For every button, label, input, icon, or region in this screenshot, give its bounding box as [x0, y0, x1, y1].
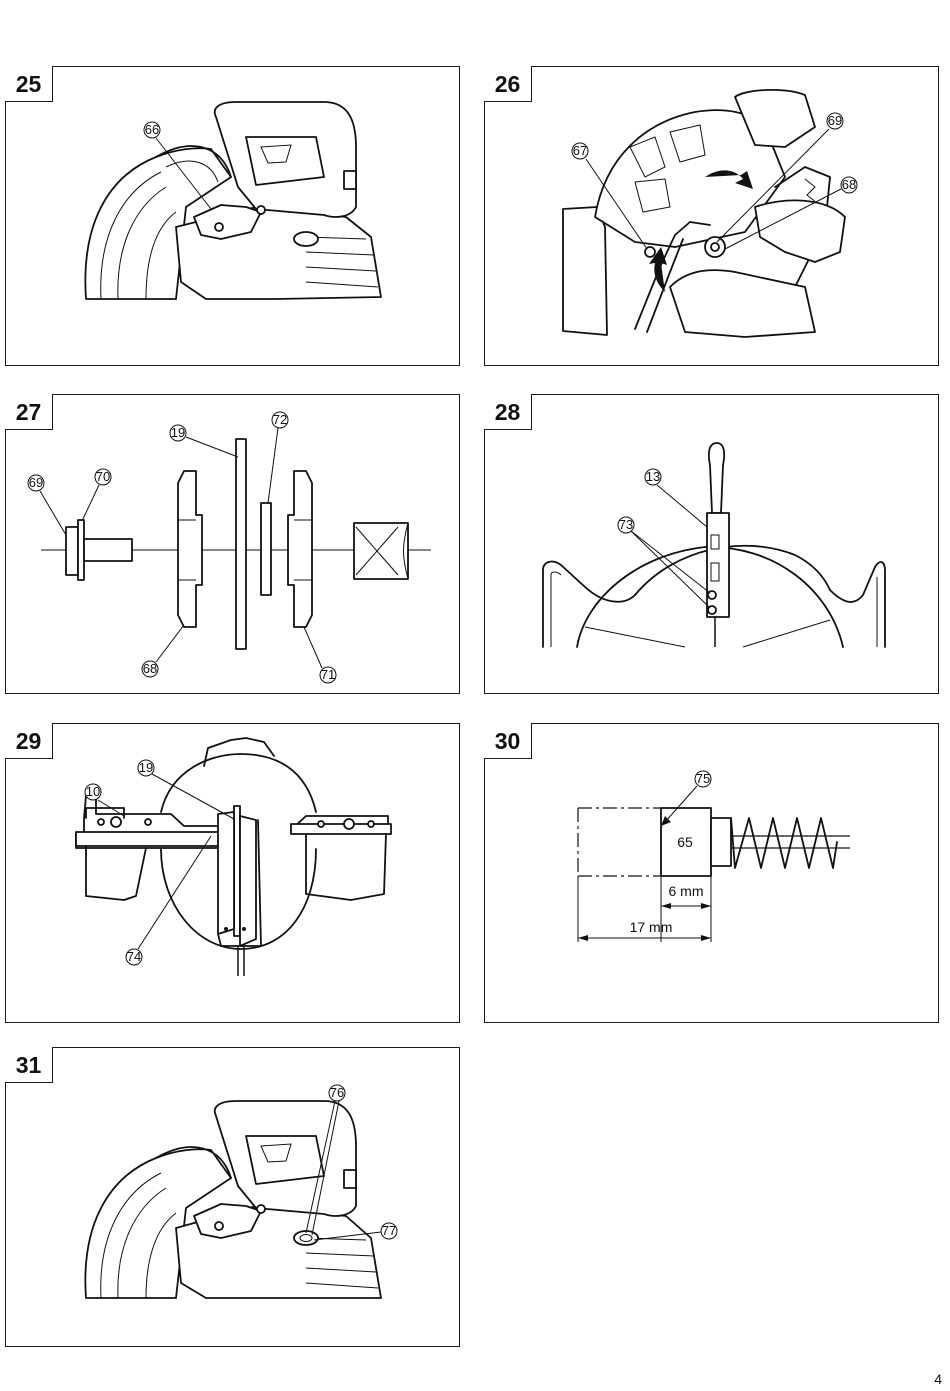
blade-assembly-diagram: 19 72 69 70 68 71 [27, 411, 431, 684]
callout-19: 19 [139, 760, 153, 775]
saw-head-illustration: 66 [84, 101, 382, 300]
callout-19: 19 [171, 425, 185, 440]
blade-removal-illustration: 69 67 68 [562, 89, 858, 338]
callout-76: 76 [330, 1085, 344, 1100]
brush-cap-illustration: 76 77 [84, 1084, 398, 1299]
figure-26-panel: 26 69 67 68 [484, 66, 939, 366]
dimension-17mm: 17 mm [630, 919, 673, 935]
callout-68: 68 [143, 661, 157, 676]
callout-69: 69 [828, 113, 842, 128]
callout-69: 69 [29, 475, 43, 490]
figure-28-panel: 28 13 73 [484, 394, 939, 694]
callout-67: 67 [573, 143, 587, 158]
callout-66: 66 [145, 122, 159, 137]
brush-label: 65 [677, 834, 693, 850]
callout-74: 74 [127, 949, 141, 964]
figure-number: 26 [484, 66, 532, 102]
callout-71: 71 [321, 667, 335, 682]
callout-68: 68 [842, 177, 856, 192]
figure-number: 28 [484, 394, 532, 430]
callout-13: 13 [646, 469, 660, 484]
figure-number: 30 [484, 723, 532, 759]
figure-31-panel: 31 76 77 [5, 1047, 460, 1347]
carbon-brush-wear-diagram: 65 75 6 mm 17 mm [577, 770, 850, 942]
callout-75: 75 [696, 771, 710, 786]
dimension-6mm: 6 mm [669, 883, 704, 899]
lever-position-illustration: 13 73 [542, 442, 886, 648]
figure-25-panel: 25 66 [5, 66, 460, 366]
figure-number: 27 [5, 394, 53, 430]
figure-number: 29 [5, 723, 53, 759]
fence-top-view-diagram: 19 10 74 [75, 737, 392, 976]
page-number: 4 [934, 1371, 942, 1387]
callout-10: 10 [86, 784, 100, 799]
figure-number: 31 [5, 1047, 53, 1083]
figure-29-panel: 29 19 10 7 [5, 723, 460, 1023]
figure-27-panel: 27 19 72 69 70 [5, 394, 460, 694]
callout-73: 73 [619, 517, 633, 532]
callout-77: 77 [382, 1223, 396, 1238]
figure-number: 25 [5, 66, 53, 102]
callout-72: 72 [273, 412, 287, 427]
callout-70: 70 [96, 469, 110, 484]
figure-30-panel: 30 65 75 6 mm 17 mm [484, 723, 939, 1023]
